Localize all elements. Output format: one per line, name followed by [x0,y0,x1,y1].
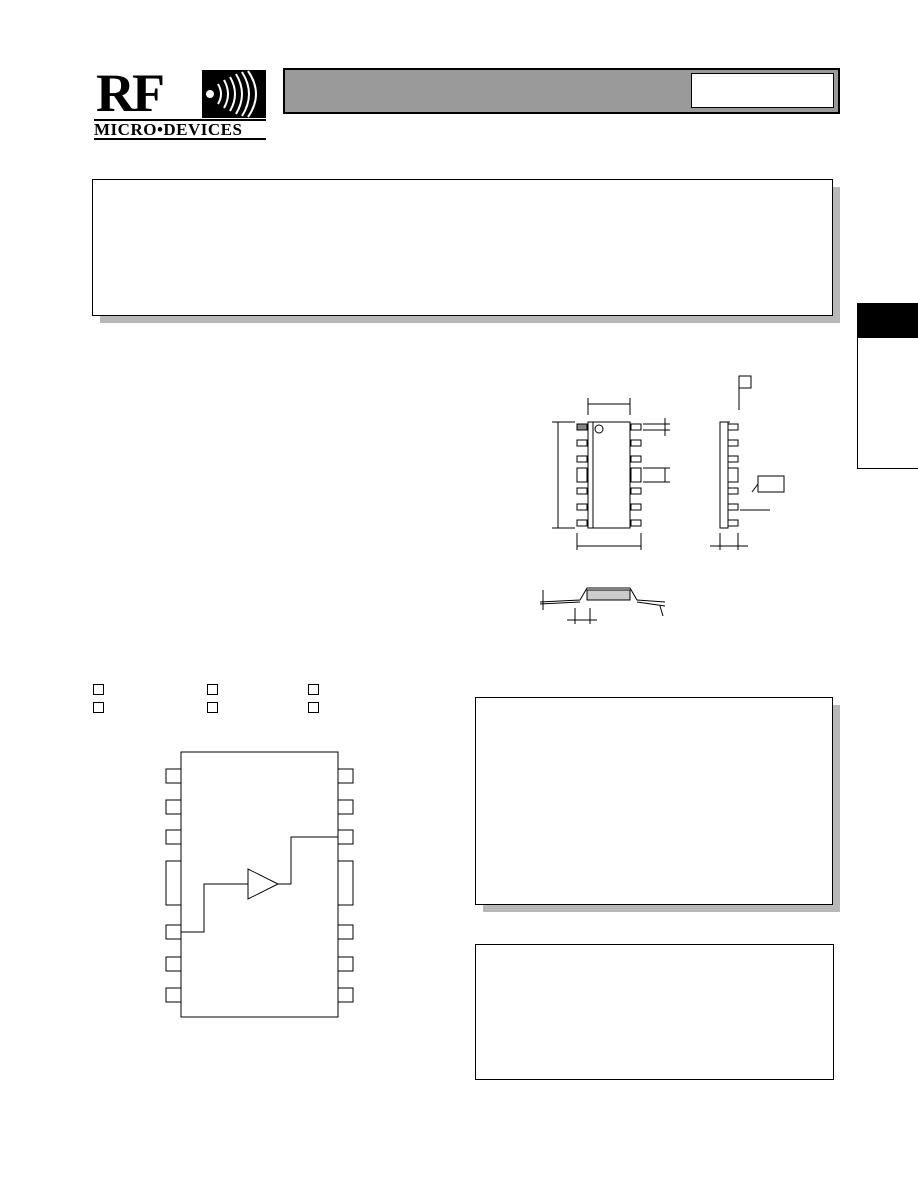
package-side-view-drawing [710,375,785,550]
package-top-view-drawing [552,398,670,550]
amplifier-icon [247,868,280,900]
pin-left-4 [165,860,182,906]
pin-left-5 [165,924,182,940]
company-logo: RF MICRO•DEVICES [94,63,266,140]
pin-right-6 [337,956,354,972]
functional-block-diagram [165,751,354,1018]
pin-left-2 [165,799,182,815]
logo-letters: RF [96,63,165,123]
pin-right-4 [337,860,354,906]
radio-waves-icon [202,70,266,118]
section-tab-number [857,303,918,338]
pin-left-1 [165,768,182,784]
description-box [92,179,833,316]
logo-rule-bottom [94,138,266,140]
pin-right-5 [337,924,354,940]
pin-right-7 [337,987,354,1003]
option-checkbox-3[interactable] [308,684,319,695]
notes-box [475,944,834,1080]
logo-subtitle: MICRO•DEVICES [94,120,243,139]
info-box [475,697,833,905]
part-number-box [691,73,834,108]
option-checkbox-6[interactable] [308,702,319,713]
pin-right-2 [337,799,354,815]
pin-right-1 [337,768,354,784]
option-checkbox-2[interactable] [207,684,218,695]
option-checkbox-5[interactable] [207,702,218,713]
option-checkbox-4[interactable] [93,702,104,713]
pin-right-3 [337,829,354,845]
pin-left-6 [165,956,182,972]
pin-left-7 [165,987,182,1003]
pin-left-3 [165,829,182,845]
package-lead-detail-drawing [539,587,666,624]
logo-rule-top [94,119,266,121]
option-checkbox-1[interactable] [93,684,104,695]
